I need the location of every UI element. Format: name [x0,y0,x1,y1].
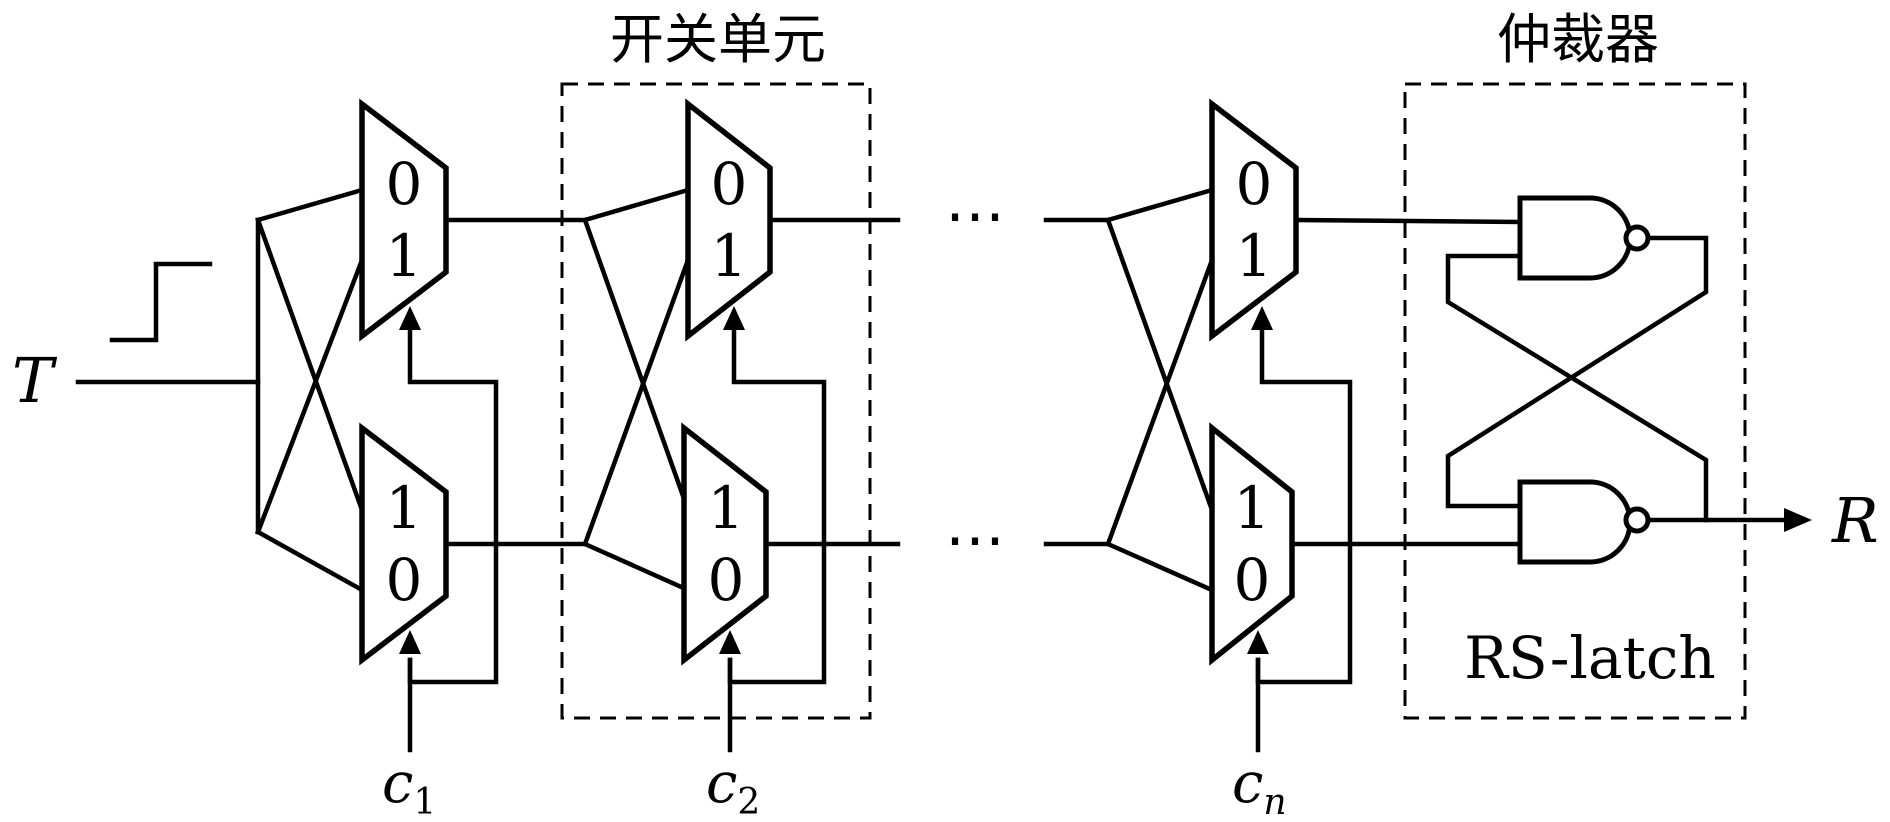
straight-wire-top [255,187,365,223]
nand-gate-top [1517,195,1633,281]
mux-bottom [681,422,769,666]
cross-wire [1105,217,1215,513]
control-arrow [719,630,741,654]
stage-1: 0 1 1 0 c1 [254,98,588,822]
mux-input-label: 1 [386,474,423,542]
step-waveform [109,261,213,343]
out-wire-top [1293,217,1523,225]
control-arrow [399,630,421,654]
mux-top [685,98,773,342]
cross-wire [255,217,365,513]
mux-input-label: 1 [1234,474,1271,542]
control-arrow [1247,630,1269,654]
control-label: cn [1232,751,1287,822]
straight-wire-top [1105,187,1215,223]
mux-bottom [1209,422,1295,666]
mux-input-label: 0 [711,150,748,218]
stage-n: 0 1 1 0 cn [1043,98,1523,822]
ellipsis-top: ⋯ [945,181,1005,251]
straight-wire-bottom [582,541,691,593]
arbiter-title: 仲裁器 [1497,8,1659,71]
latch-label: RS-latch [1464,624,1715,692]
mux-top [1209,98,1299,342]
nand-bubble-top [1623,224,1651,252]
straight-wire-top [582,187,691,223]
mux-bottom [359,422,449,666]
mux-input-label: 1 [708,474,745,542]
cross-wire [582,257,691,547]
mux-input-label: 1 [711,222,748,290]
nand-bubble-bottom [1623,506,1651,534]
control-arrow [1251,306,1273,330]
cross-wire [255,257,365,535]
input-label: T [12,344,58,417]
cross-wire [1105,257,1215,547]
straight-wire-bottom [254,528,366,594]
output-arrow [1784,508,1812,532]
feedback-wire [1445,235,1709,509]
ellipsis-bottom: ⋯ [945,505,1005,575]
straight-wire-bottom [1105,541,1215,593]
control-arrow [723,306,745,330]
control-arrow [399,306,421,330]
switch-unit-title: 开关单元 [610,8,826,71]
rs-latch: RS-latch [1445,195,1812,692]
output-label: R [1831,484,1879,557]
mux-top [359,98,449,342]
cross-wire [582,217,691,513]
mux-input-label: 0 [708,546,745,614]
mux-input-label: 0 [1234,546,1271,614]
nand-gate-bottom [1517,479,1633,565]
arbiter-box [1403,82,1747,720]
mux-input-label: 1 [386,222,423,290]
control-label: c2 [706,751,760,822]
feedback-wire [1445,253,1709,523]
stage-2: 0 1 1 0 c2 [582,98,901,822]
mux-input-label: 1 [1236,222,1273,290]
mux-input-label: 0 [386,150,423,218]
switch-unit-box [560,82,872,720]
mux-input-label: 0 [1236,150,1273,218]
control-label: c1 [382,751,436,822]
mux-input-label: 0 [386,546,423,614]
